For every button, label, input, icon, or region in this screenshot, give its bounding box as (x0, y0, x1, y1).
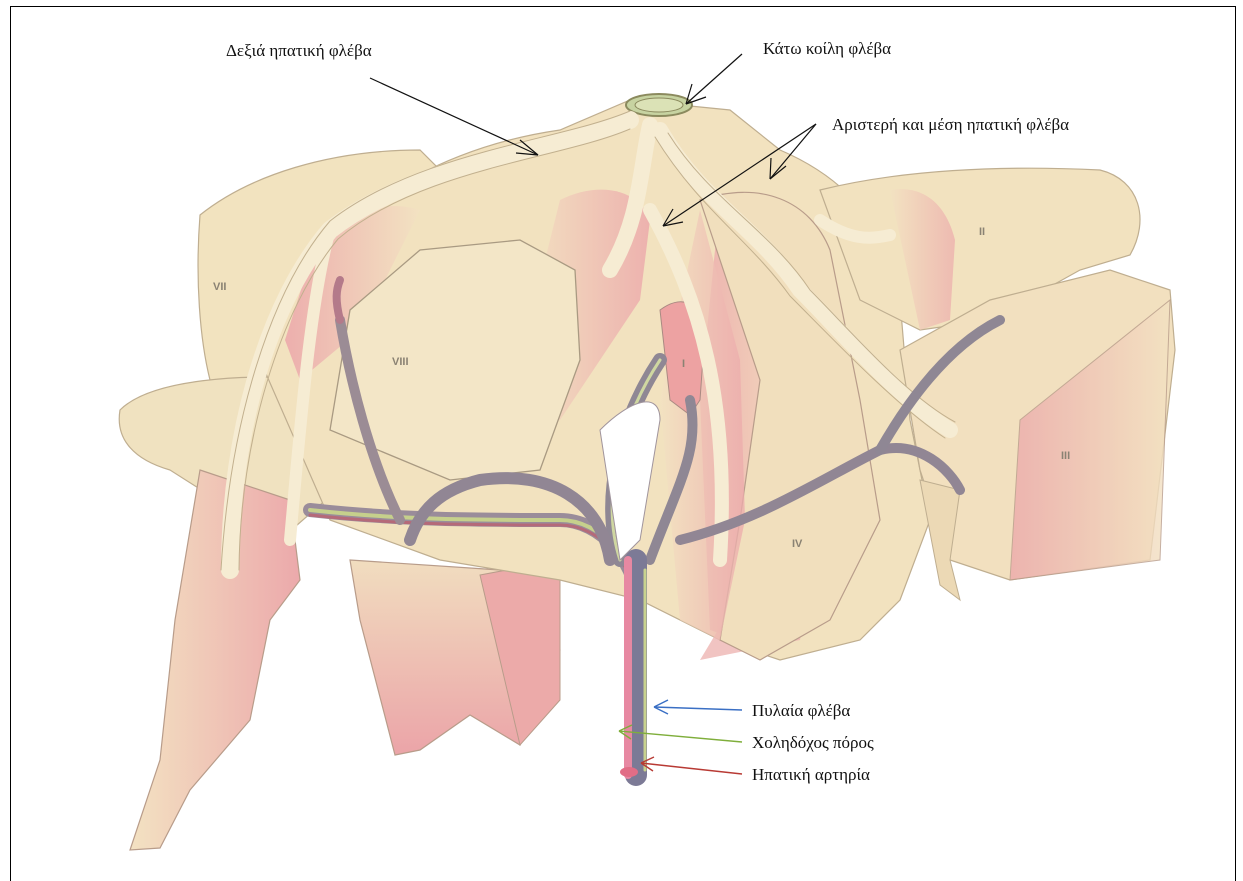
segment-viii-label: VIII (392, 356, 409, 368)
hilar-trunk (628, 560, 645, 775)
segment-iv-label: IV (792, 538, 803, 550)
hepatic-artery-arrow (641, 757, 742, 774)
segment-vi-flap (130, 470, 300, 850)
portal-vein-arrow (654, 700, 742, 714)
label-inferior-vena-cava: Κάτω κοίλη φλέβα (763, 39, 891, 59)
segment-ii-label: II (979, 226, 985, 238)
label-right-hepatic-vein: Δεξιά ηπατική φλέβα (226, 41, 372, 61)
label-hepatic-artery: Ηπατική αρτηρία (752, 765, 870, 785)
segment-i-label: I (682, 358, 685, 370)
segment-iii-label: III (1061, 450, 1070, 462)
label-portal-vein: Πυλαία φλέβα (752, 701, 850, 721)
label-bile-duct: Χοληδόχος πόρος (752, 733, 874, 753)
segment-vii-label: VII (213, 281, 226, 293)
label-left-middle-hepatic-vein: Αριστερή και μέση ηπατική φλέβα (832, 115, 1069, 135)
